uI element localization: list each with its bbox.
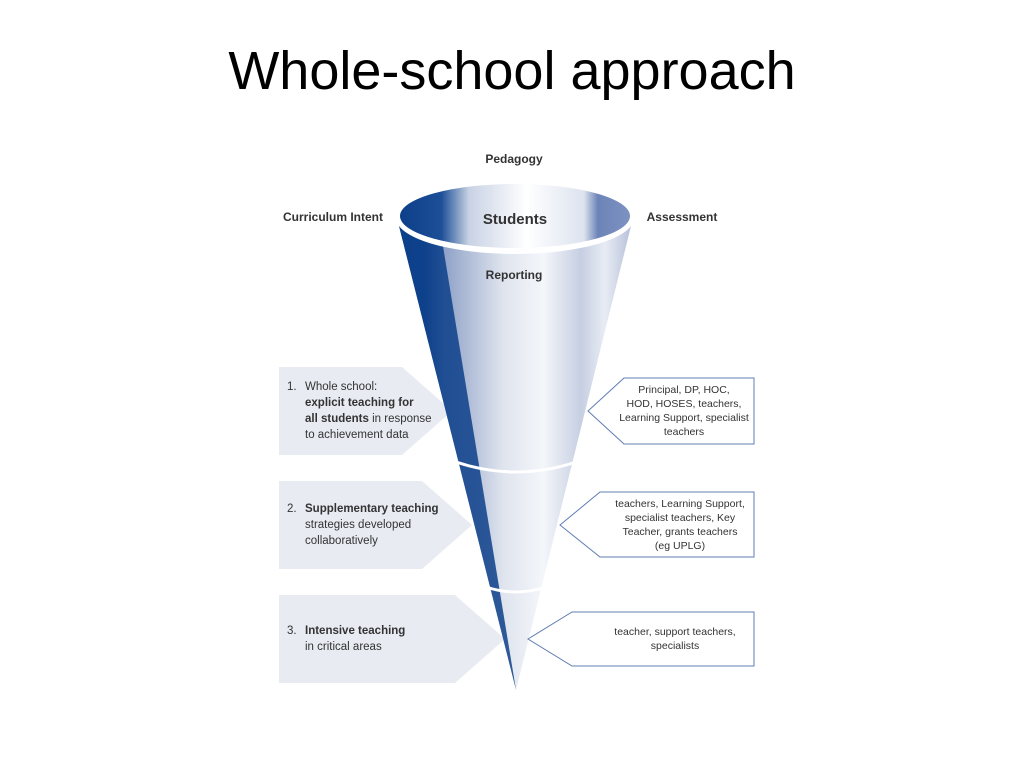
tier-3-line-1: Intensive teaching — [305, 625, 406, 637]
tier-3-description: 3. Intensive teaching in critical areas — [287, 623, 457, 657]
tier-1-line-2: explicit teaching for — [305, 397, 414, 409]
tier-2-description: 2. Supplementary teaching strategies dev… — [287, 501, 457, 551]
tier-1-staff-line: teachers — [663, 426, 705, 438]
funnel-top-opening — [400, 184, 630, 248]
tier-2-staff-text: teachers, Learning Support, specialist t… — [605, 497, 755, 553]
tier-3-staff-line: teacher, support teachers, — [614, 626, 736, 638]
tier-1-staff-line: Learning Support, specialist — [619, 412, 749, 424]
tier-3-staff-callout — [527, 611, 755, 667]
tier-2-arrow-panel — [279, 481, 472, 569]
tier-1-line-1: Whole school: — [305, 381, 378, 393]
tier-3-number: 3. — [287, 625, 297, 637]
tier-2-line-2: strategies developed — [305, 519, 412, 531]
students-label: Students — [483, 211, 547, 228]
tier-3-arrow-panel — [279, 595, 505, 683]
funnel-left-shade — [397, 218, 516, 690]
tier-1-number: 1. — [287, 381, 297, 393]
tier-1-line-4: to achievement data — [305, 429, 409, 441]
tier-2-staff-line: Teacher, grants teachers — [622, 526, 738, 538]
tier-2-staff-line: teachers, Learning Support, — [615, 498, 745, 510]
tier-3-line-2: in critical areas — [305, 641, 382, 653]
tier-2-line-1: Supplementary teaching — [305, 503, 439, 515]
tier-2-separator — [485, 585, 547, 594]
tier-2-number: 2. — [287, 503, 297, 515]
tier-3-staff-text: teacher, support teachers, specialists — [600, 625, 750, 653]
pedagogy-label: Pedagogy — [485, 152, 543, 166]
tier-3-staff-line: specialists — [650, 640, 700, 652]
tier-1-staff-callout — [587, 377, 755, 445]
tier-2-staff-line: specialist teachers, Key — [624, 512, 736, 524]
tier-2-staff-line: (eg UPLG) — [654, 540, 706, 552]
slide-title: Whole-school approach — [228, 41, 796, 101]
tier-1-staff-line: Principal, DP, HOC, — [638, 384, 730, 396]
tier-1-arrow-panel — [279, 367, 452, 455]
tier-1-line-3-rest: in response — [368, 413, 432, 425]
tier-1-staff-text: Principal, DP, HOC, HOD, HOSES, teachers… — [612, 383, 756, 439]
curriculum-intent-label: Curriculum Intent — [283, 210, 383, 224]
tier-1-separator — [455, 460, 577, 474]
tier-2-staff-callout — [559, 491, 755, 558]
assessment-label: Assessment — [647, 210, 718, 224]
tier-1-line-3-bold: all students — [305, 413, 369, 425]
tier-2-line-3: collaboratively — [305, 535, 378, 547]
tier-1-description: 1. Whole school: explicit teaching for a… — [287, 379, 447, 443]
reporting-label: Reporting — [486, 268, 543, 282]
tier-1-staff-line: HOD, HOSES, teachers, — [626, 398, 742, 410]
